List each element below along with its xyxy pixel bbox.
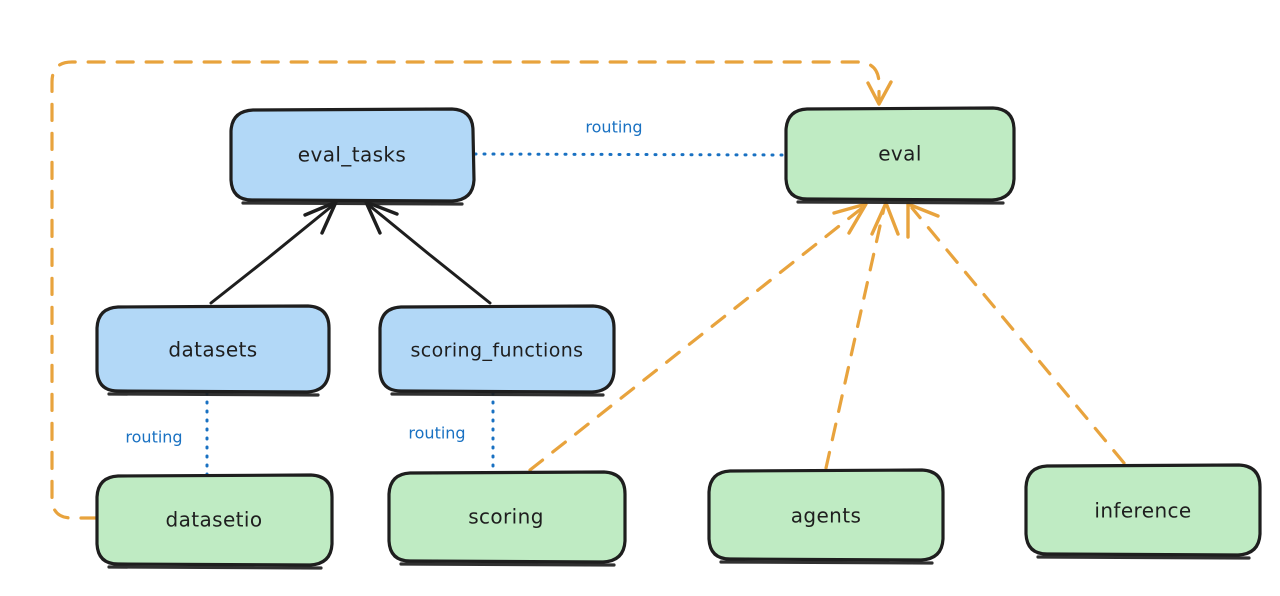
edge-datasets-eval-tasks (209, 200, 338, 305)
edge-datasetio-eval (50, 60, 893, 520)
node-datasets-shadow (107, 392, 320, 397)
node-agents[interactable]: agents (707, 468, 945, 565)
node-datasets-box[interactable] (95, 304, 331, 394)
edge-label-routing-left: routing (125, 428, 182, 447)
edge-scoring-functions-eval-tasks (364, 200, 492, 305)
node-inference-shadow (1036, 555, 1251, 560)
node-eval-tasks[interactable]: eval_tasks (229, 107, 476, 206)
edge-datasetio-eval-arrowhead (866, 80, 893, 106)
edge-scoring-eval-arrowhead (832, 202, 868, 235)
node-datasets-label: datasets (168, 338, 257, 362)
edge-scoring-eval-line (528, 206, 864, 472)
edge-eval-tasks-eval-line (473, 152, 786, 157)
node-eval[interactable]: eval (784, 106, 1016, 205)
edge-scoring-functions-eval-tasks-line (368, 204, 492, 305)
node-scoring-functions-box[interactable] (378, 304, 616, 394)
node-inference-label: inference (1094, 499, 1191, 523)
edge-eval-tasks-eval: routing (473, 118, 786, 157)
edge-datasets-datasetio: routing (125, 391, 209, 479)
node-eval-box[interactable] (784, 106, 1016, 202)
node-datasetio[interactable]: datasetio (95, 473, 334, 570)
node-scoring-functions-shadow (390, 392, 605, 397)
node-eval-label: eval (878, 142, 922, 166)
node-scoring-shadow (399, 562, 616, 567)
node-agents-shadow (719, 560, 934, 565)
edge-datasets-eval-tasks-line (209, 204, 334, 305)
node-datasetio-label: datasetio (165, 508, 262, 532)
node-datasetio-box[interactable] (95, 473, 334, 567)
node-eval-shadow (796, 200, 1005, 205)
node-inference-box[interactable] (1024, 463, 1262, 557)
edge-agents-eval-line (824, 206, 886, 470)
edge-inference-eval (906, 202, 1126, 465)
edge-inference-eval-line (910, 206, 1126, 465)
node-eval-tasks-label: eval_tasks (298, 143, 406, 167)
node-agents-label: agents (791, 504, 862, 528)
node-datasets[interactable]: datasets (95, 304, 331, 397)
node-datasetio-shadow (107, 565, 323, 570)
edge-label-routing-top: routing (585, 118, 642, 137)
node-agents-box[interactable] (707, 468, 945, 562)
node-scoring-functions[interactable]: scoring_functions (378, 304, 616, 397)
edge-scoring-eval (528, 202, 868, 472)
node-scoring-label: scoring (468, 505, 544, 529)
node-scoring[interactable]: scoring (387, 470, 627, 567)
edge-agents-eval (824, 201, 900, 470)
node-inference[interactable]: inference (1024, 463, 1262, 560)
edge-agents-eval-arrowhead (870, 201, 900, 236)
node-eval-tasks-shadow (241, 201, 464, 206)
node-scoring-box[interactable] (387, 470, 627, 564)
edge-label-routing-middle: routing (408, 424, 465, 443)
edge-scoring-functions-scoring: routing (408, 391, 495, 476)
node-scoring-functions-label: scoring_functions (411, 340, 584, 362)
node-eval-tasks-box[interactable] (229, 107, 476, 203)
edge-datasetio-eval-line (50, 60, 881, 520)
